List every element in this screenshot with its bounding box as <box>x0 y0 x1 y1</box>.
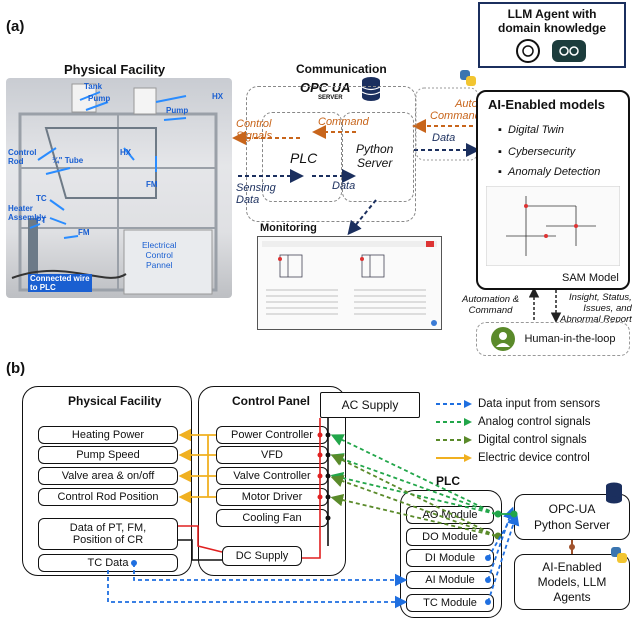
ac-supply-box[interactable]: AC Supply <box>320 392 420 418</box>
communication-title: Communication <box>296 62 387 76</box>
panel-a-label: (a) <box>6 18 25 35</box>
python-icon <box>460 70 476 86</box>
b-physical-facility-title: Physical Facility <box>68 394 162 408</box>
monitoring-screen[interactable] <box>257 236 442 330</box>
legend-electric-label: Electric device control <box>478 452 590 464</box>
plc-di-module[interactable]: DI Module <box>406 549 494 567</box>
legend-analog-swatch <box>436 418 472 426</box>
monitoring-screen-drawing <box>262 241 437 326</box>
legend-sensor-data-label: Data input from sensors <box>478 398 601 410</box>
photo-label-fm-left: FM <box>78 228 90 237</box>
photo-label-tube: ¾" Tube <box>52 156 84 165</box>
physical-facility-title: Physical Facility <box>64 62 166 77</box>
facility-item-pump-speed[interactable]: Pump Speed <box>38 446 178 464</box>
panel-item-power-controller[interactable]: Power Controller <box>216 426 328 444</box>
panel-item-motor-driver[interactable]: Motor Driver <box>216 488 328 506</box>
photo-label-connected-wire: Connected wire to PLC <box>28 274 92 292</box>
photo-label-hx-mid: HX <box>120 148 132 157</box>
human-in-the-loop-label: Human-in-the-loop <box>524 333 616 345</box>
b-database-icon <box>606 482 622 504</box>
legend-digital-swatch <box>436 436 472 444</box>
facility-item-control-rod[interactable]: Control Rod Position <box>38 488 178 506</box>
legend-digital: Digital control signals <box>436 434 587 446</box>
ai-item-1-text: Cybersecurity <box>508 146 576 158</box>
legend-sensor-data: Data input from sensors <box>436 398 600 410</box>
facility-item-heating-power[interactable]: Heating Power <box>38 426 178 444</box>
plc-title: PLC <box>436 474 460 488</box>
ai-item-2: ▪ Anomaly Detection <box>498 166 601 178</box>
ai-item-0-text: Digital Twin <box>508 124 565 136</box>
opcua-server-text: SERVER <box>318 95 343 101</box>
llm-agent-box[interactable]: LLM Agent with domain knowledge <box>478 2 626 68</box>
opcua-logo: OPC UA <box>300 80 351 95</box>
legend-analog: Analog control signals <box>436 416 591 428</box>
dc-supply-box[interactable]: DC Supply <box>222 546 302 566</box>
control-panel-title: Control Panel <box>232 394 311 408</box>
legend-electric: Electric device control <box>436 452 590 464</box>
python-server-box[interactable] <box>342 112 414 202</box>
plc-ao-module[interactable]: AO Module <box>406 506 494 524</box>
ai-models-title: AI-Enabled models <box>488 97 606 112</box>
command-label: Command <box>318 116 369 128</box>
plc-do-module[interactable]: DO Module <box>406 528 494 546</box>
sam-model-label: SAM Model <box>562 272 619 284</box>
sam-model-diagram <box>486 186 620 266</box>
plc-label: PLC <box>290 150 318 166</box>
monitoring-title: Monitoring <box>260 222 317 234</box>
auto-command-label: Auto. Command <box>430 98 481 122</box>
photo-label-pump-top: Pump <box>88 94 111 103</box>
data-bottom-label: Data <box>332 180 356 192</box>
photo-label-pt: PT <box>36 216 47 225</box>
sensing-data-label: Sensing Data <box>236 182 276 206</box>
legend-sensor-data-swatch <box>436 400 472 408</box>
human-icon <box>491 327 516 351</box>
openai-icon <box>516 39 540 63</box>
database-icon <box>361 77 381 101</box>
legend-analog-label: Analog control signals <box>478 416 591 428</box>
facility-photo: Tank Pump HX Pump Control Rod ¾" Tube HX… <box>6 78 232 298</box>
panel-item-valve-controller[interactable]: Valve Controller <box>216 467 328 485</box>
facility-sensor-data[interactable]: Data of PT, FM, Position of CR <box>38 518 178 550</box>
plc-tc-module[interactable]: TC Module <box>406 594 494 612</box>
plc-ai-module[interactable]: AI Module <box>406 571 494 589</box>
ai-item-0: ▪ Digital Twin <box>498 124 565 136</box>
control-panel-container <box>198 386 346 576</box>
python-server-label: Python Server <box>356 142 394 170</box>
photo-label-control-rod: Control Rod <box>8 148 37 166</box>
data-right-label: Data <box>432 132 456 144</box>
llm-agent-label: LLM Agent with domain knowledge <box>497 7 606 35</box>
plc-container <box>400 490 502 618</box>
photo-label-electrical-panel: Electrical Control Pannel <box>142 240 177 270</box>
photo-label-tc: TC <box>36 194 47 203</box>
insight-label: Insight, Status, Issues, and Abnormal Re… <box>560 292 632 325</box>
automation-command-label: Automation & Command <box>462 294 520 316</box>
physical-facility-container <box>22 386 192 576</box>
photo-label-tank: Tank <box>84 82 103 91</box>
panel-item-cooling-fan[interactable]: Cooling Fan <box>216 509 328 527</box>
legend-electric-swatch <box>436 454 472 462</box>
photo-label-pump-right: Pump <box>166 106 189 115</box>
communication-group <box>246 86 416 222</box>
llm-logos <box>516 39 586 63</box>
plc-box[interactable] <box>262 112 342 202</box>
facility-item-valve[interactable]: Valve area & on/off <box>38 467 178 485</box>
facility-frame-drawing <box>11 83 218 295</box>
photo-label-heater: Heater Assembly <box>8 204 46 222</box>
photo-label-hx-top: HX <box>212 92 224 101</box>
ai-models-llm-box[interactable]: AI-Enabled Models, LLM Agents <box>514 554 630 610</box>
panel-b-label: (b) <box>6 360 26 377</box>
human-in-the-loop-box[interactable]: Human-in-the-loop <box>476 322 630 356</box>
legend-digital-label: Digital control signals <box>478 434 587 446</box>
ai-item-1: ▪ Cybersecurity <box>498 146 576 158</box>
ai-item-2-text: Anomaly Detection <box>508 166 601 178</box>
b-python-icon <box>611 547 627 563</box>
langchain-icon <box>552 40 586 62</box>
photo-label-fm-right: FM <box>146 180 158 189</box>
